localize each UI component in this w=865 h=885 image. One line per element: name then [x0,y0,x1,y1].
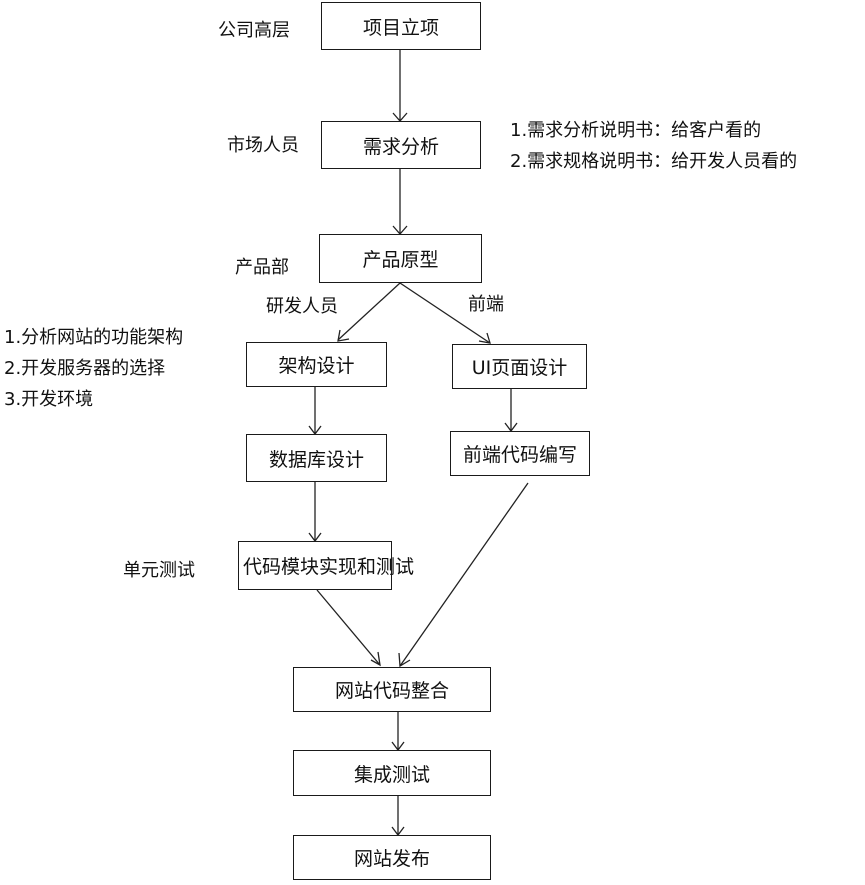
architecture-note-2: 2.开发服务器的选择 [4,358,166,379]
node-frontend-code: 前端代码编写 [450,431,590,476]
node-requirements: 需求分析 [321,121,481,169]
role-frontend: 前端 [468,294,504,315]
requirements-note-1: 1.需求分析说明书：给客户看的 [510,120,762,141]
node-database: 数据库设计 [246,434,387,482]
requirements-note-2: 2.需求规格说明书：给开发人员看的 [510,151,798,172]
architecture-note-3: 3.开发环境 [4,389,94,410]
node-integration-test: 集成测试 [293,750,491,796]
node-architecture: 架构设计 [246,342,387,387]
architecture-notes: 1.分析网站的功能架构 2.开发服务器的选择 3.开发环境 [4,322,183,415]
node-prototype: 产品原型 [319,234,482,283]
node-project: 项目立项 [321,2,481,50]
node-ui-design: UI页面设计 [452,344,587,389]
role-marketing: 市场人员 [227,135,299,156]
role-product: 产品部 [235,257,289,278]
role-unit-test: 单元测试 [123,560,195,581]
node-integration: 网站代码整合 [293,667,491,712]
role-executives: 公司高层 [218,20,290,41]
architecture-note-1: 1.分析网站的功能架构 [4,327,184,348]
node-module-impl: 代码模块实现和测试 [238,541,414,590]
node-release: 网站发布 [293,835,491,880]
role-rd: 研发人员 [266,296,338,317]
requirements-notes: 1.需求分析说明书：给客户看的 2.需求规格说明书：给开发人员看的 [510,115,797,177]
